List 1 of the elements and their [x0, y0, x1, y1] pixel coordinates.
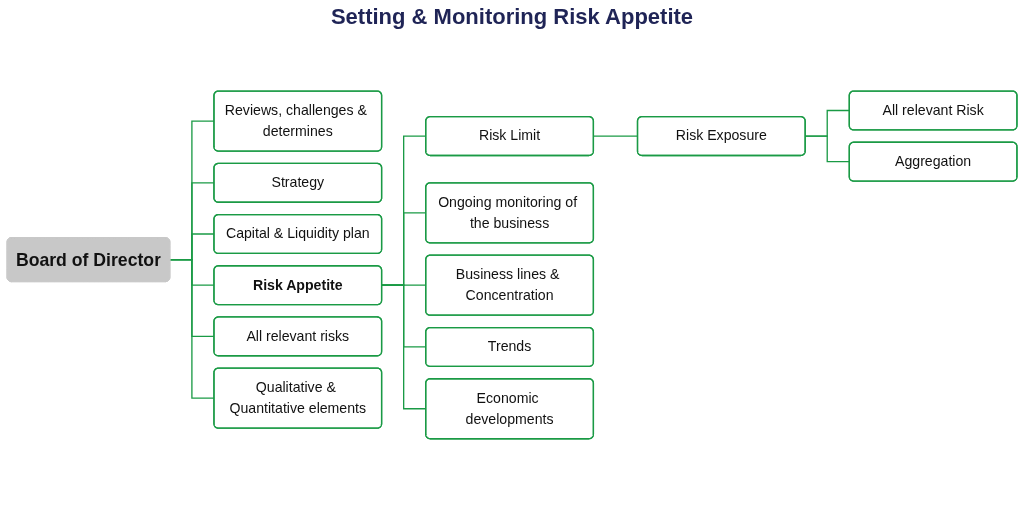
diagram-title: Setting & Monitoring Risk Appetite: [329, 4, 695, 30]
